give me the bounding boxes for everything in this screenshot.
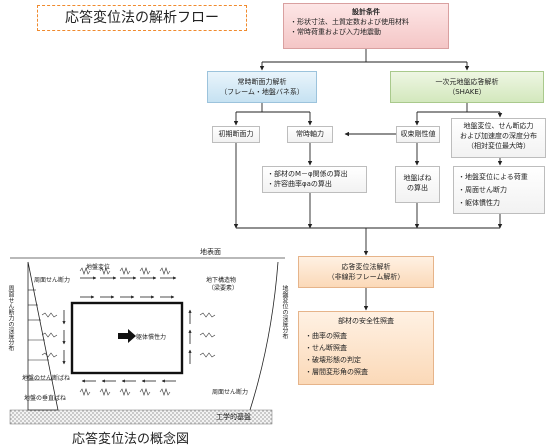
safety-check-item: ・せん断照査 [305, 344, 347, 352]
concept-caption: 応答変位法の概念図 [72, 432, 190, 447]
ground-distribution-line: （相対変位最大時） [467, 142, 530, 150]
safety-check-list: ・曲率の照査 ・せん断照査 ・破壊形態の判定 ・層間変形角の照査 [305, 330, 427, 378]
load-item: ・周面せん断力 [458, 186, 507, 194]
surface-shear-dist-label: 周面せん断力の深度分布 [7, 285, 14, 351]
inertia-arrow-shape [118, 329, 136, 343]
convergence-stiffness-box: 収束剛性値 [396, 126, 440, 143]
ground-distribution-box: 地盤変位、せん断応力 および加速度の深度分布 （相対変位最大時） [451, 118, 546, 158]
perimeter-shear-label: 周面せん断力 [34, 277, 71, 284]
safety-check-item: ・破壊形態の判定 [305, 356, 361, 364]
ground-disp-label: 地盤変位 [86, 264, 111, 271]
beam-element-label: （梁要素） [208, 285, 239, 292]
shake-analysis-sublabel: （SHAKE） [448, 88, 486, 96]
response-analysis-label: 応答変位法解析 [341, 263, 391, 271]
initial-force-box: 初期断面力 [212, 126, 260, 143]
ground-normal-spring-label: 地盤の垂直ばね [24, 395, 67, 402]
ground-spring-line: 地盤ばね [403, 174, 432, 182]
convergence-stiffness-label: 収束剛性値 [400, 130, 436, 138]
axial-force-label: 常時軸力 [296, 130, 324, 138]
load-item: ・躯体慣性力 [458, 199, 500, 207]
m-phi-box: ・部材のM－φ関係の算出 ・許容曲率φaの算出 [262, 166, 367, 193]
design-condition-item: ・形状寸法、土質定数および使用材料 [290, 18, 409, 26]
design-conditions-title: 設計条件 [352, 8, 380, 16]
load-item: ・地盤変位による荷重 [458, 173, 528, 181]
inertia-label: 躯体慣性力 [136, 334, 167, 341]
ground-disp-dist-label: 地盤変位の深度分布 [281, 285, 288, 339]
axial-force-box: 常時軸力 [287, 126, 333, 143]
shake-analysis-box: 一次元地盤応答解析 （SHAKE） [390, 71, 544, 103]
static-analysis-sublabel: （フレーム・地盤バネ系） [220, 88, 304, 96]
safety-check-box: 部材の安全性照査 ・曲率の照査 ・せん断照査 ・破壊形態の判定 ・層間変形角の照… [298, 311, 434, 385]
perimeter-shear-bottom-label: 周面せん断力 [212, 389, 249, 396]
m-phi-item: ・許容曲率φaの算出 [267, 180, 332, 188]
ground-spring-line: の算出 [407, 184, 428, 192]
m-phi-item: ・部材のM－φ関係の算出 [267, 170, 348, 178]
ground-spring-box: 地盤ばね の算出 [395, 166, 440, 203]
loads-box: ・地盤変位による荷重 ・周面せん断力 ・躯体慣性力 [453, 166, 545, 214]
ground-surface-label: 地表面 [200, 248, 221, 256]
ground-distribution-line: 地盤変位、せん断応力 [463, 122, 534, 130]
bedrock-label: 工学的基盤 [216, 413, 251, 421]
design-conditions-box: 設計条件 ・形状寸法、土質定数および使用材料 ・常時荷重および入力地震動 [283, 3, 449, 49]
underground-structure-label: 地下構造物 [206, 277, 237, 284]
m-phi-list: ・部材のM－φ関係の算出 ・許容曲率φaの算出 [267, 169, 362, 189]
safety-check-title: 部材の安全性照査 [338, 317, 394, 325]
left-disp-profile [27, 261, 59, 411]
response-analysis-box: 応答変位法解析 （非線形フレーム解析） [298, 256, 434, 288]
shake-analysis-label: 一次元地盤応答解析 [435, 78, 499, 86]
static-analysis-label: 常時断面力解析 [237, 78, 287, 86]
initial-force-label: 初期断面力 [218, 130, 254, 138]
loads-list: ・地盤変位による荷重 ・周面せん断力 ・躯体慣性力 [458, 171, 540, 210]
design-conditions-list: ・形状寸法、土質定数および使用材料 ・常時荷重および入力地震動 [290, 17, 442, 37]
response-analysis-sublabel: （非線形フレーム解析） [327, 273, 405, 281]
bedrock-hatch [9, 409, 273, 425]
design-condition-item: ・常時荷重および入力地震動 [290, 28, 381, 36]
right-disp-profile [249, 261, 279, 411]
flow-title: 応答変位法の解析フロー [37, 5, 247, 31]
static-analysis-box: 常時断面力解析 （フレーム・地盤バネ系） [207, 71, 317, 103]
ground-shear-spring-label: 地盤のせん断ばね [22, 375, 71, 382]
safety-check-item: ・曲率の照査 [305, 332, 347, 340]
safety-check-item: ・層間変形角の照査 [305, 368, 368, 376]
ground-distribution-line: および加速度の深度分布 [460, 132, 537, 140]
